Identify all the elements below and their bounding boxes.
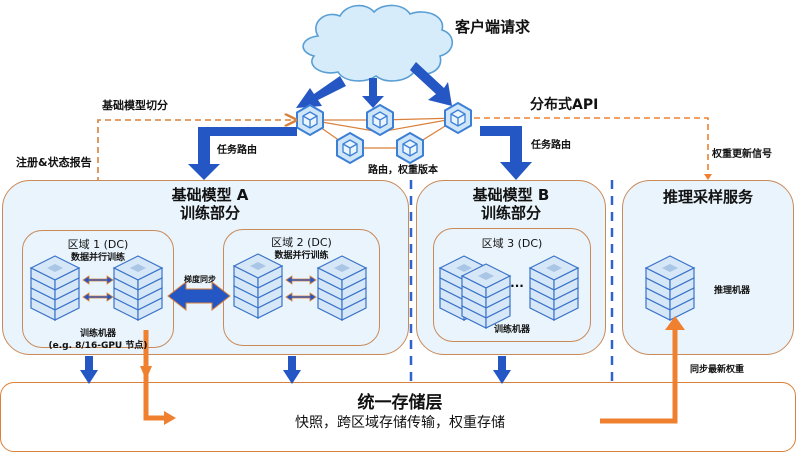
distributed-api-label: 分布式API — [530, 97, 599, 113]
api-node-icon — [336, 132, 364, 164]
region-3-title: 区域 3 (DC) — [481, 237, 543, 250]
storage-subtitle: 快照，跨区域存储传输，权重存储 — [295, 415, 505, 431]
model-a-title-line1: 基础模型 A — [171, 186, 249, 204]
api-node-icon — [296, 104, 324, 136]
sync-latest-weights-label: 同步最新权重 — [690, 365, 745, 375]
region-1-title: 区域 1 (DC) — [67, 238, 129, 251]
model-a-title-line2: 训练部分 — [179, 204, 240, 222]
cloud-arrows — [296, 62, 452, 108]
task-routing-label-left: 任务路由 — [217, 145, 257, 156]
weight-update-arrowhead — [704, 174, 712, 180]
region-2-title: 区域 2 (DC) — [271, 236, 332, 249]
client-requests-title: 客户端请求 — [455, 18, 531, 36]
model-b-title-line1: 基础模型 B — [472, 186, 550, 204]
register-status-label: 注册&状态报告 — [16, 156, 92, 169]
model-split-dashed-line — [97, 120, 294, 233]
gradient-sync-label: 梯度同步 — [184, 275, 216, 284]
task-routing-arrow-right — [480, 126, 532, 180]
region-2-subtitle: 数据并行训练 — [274, 251, 329, 261]
model-b-title: 基础模型 B 训练部分 — [416, 186, 606, 222]
region-1-machines-note: (e.g. 8/16-GPU 节点) — [48, 341, 148, 351]
model-split-label: 基础模型切分 — [102, 99, 168, 112]
model-a-title: 基础模型 A 训练部分 — [140, 186, 280, 222]
client-cloud-icon — [302, 4, 454, 82]
task-routing-label-right: 任务路由 — [531, 140, 571, 151]
storage-title: 统一存储层 — [357, 393, 443, 413]
api-node-icon — [366, 104, 394, 136]
region-1-subtitle: 数据并行训练 — [70, 253, 125, 263]
weight-update-dashed-line — [474, 117, 709, 176]
cloud-arrow-left — [296, 76, 346, 108]
api-node-icon — [444, 102, 472, 134]
routing-weight-version-label: 路由，权重版本 — [368, 165, 438, 176]
model-b-title-line2: 训练部分 — [480, 204, 541, 222]
region-3-ellipsis: ... — [510, 276, 524, 290]
weight-update-signal-label: 权重更新信号 — [712, 149, 772, 160]
cloud-arrow-right — [410, 62, 452, 106]
region-3-machines-label: 训练机器 — [493, 325, 530, 335]
task-routing-arrow-left — [188, 127, 297, 180]
inference-machines-label: 推理机器 — [714, 286, 751, 296]
inference-title: 推理采样服务 — [662, 188, 753, 206]
diagram-canvas — [97, 4, 712, 415]
region-1-machines-label: 训练机器 — [79, 329, 116, 339]
architecture-diagram: 客户端请求 分布式API 路由，权重版本 基础模型切分 注册&状态报告 任务路由… — [0, 4, 796, 452]
api-node-icon — [396, 132, 424, 164]
cloud-arrow-center — [362, 78, 384, 108]
